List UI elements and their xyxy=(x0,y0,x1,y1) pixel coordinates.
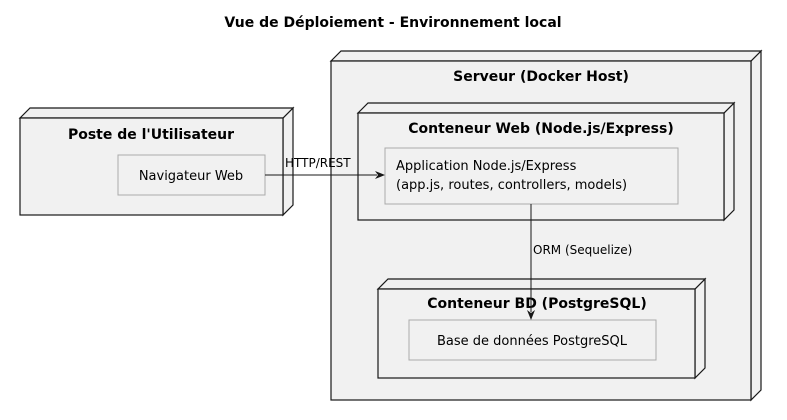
node-db-container-title: Conteneur BD (PostgreSQL) xyxy=(427,296,646,312)
node-user-station-title: Poste de l'Utilisateur xyxy=(68,127,234,143)
node-web-container-title: Conteneur Web (Node.js/Express) xyxy=(408,121,673,137)
component-app-label-line2: (app.js, routes, controllers, models) xyxy=(396,178,627,193)
component-browser-label: Navigateur Web xyxy=(139,169,243,184)
component-browser: Navigateur Web xyxy=(117,154,266,196)
diagram-title: Vue de Déploiement - Environnement local xyxy=(224,15,561,31)
component-database-label: Base de données PostgreSQL xyxy=(437,334,628,349)
component-app: Application Node.js/Express (app.js, rou… xyxy=(384,147,679,205)
edge-app-to-db: ORM (Sequelize) xyxy=(527,204,632,320)
node-server-title: Serveur (Docker Host) xyxy=(453,69,629,85)
component-app-label-line1: Application Node.js/Express xyxy=(396,159,577,174)
edge-browser-to-app-label: HTTP/REST xyxy=(285,156,351,170)
arrowhead-app-to-db xyxy=(527,310,535,320)
edge-app-to-db-label: ORM (Sequelize) xyxy=(533,243,632,257)
arrowhead-browser-to-app xyxy=(375,171,385,179)
edge-browser-to-app: HTTP/REST xyxy=(265,156,385,179)
component-database: Base de données PostgreSQL xyxy=(408,319,657,361)
